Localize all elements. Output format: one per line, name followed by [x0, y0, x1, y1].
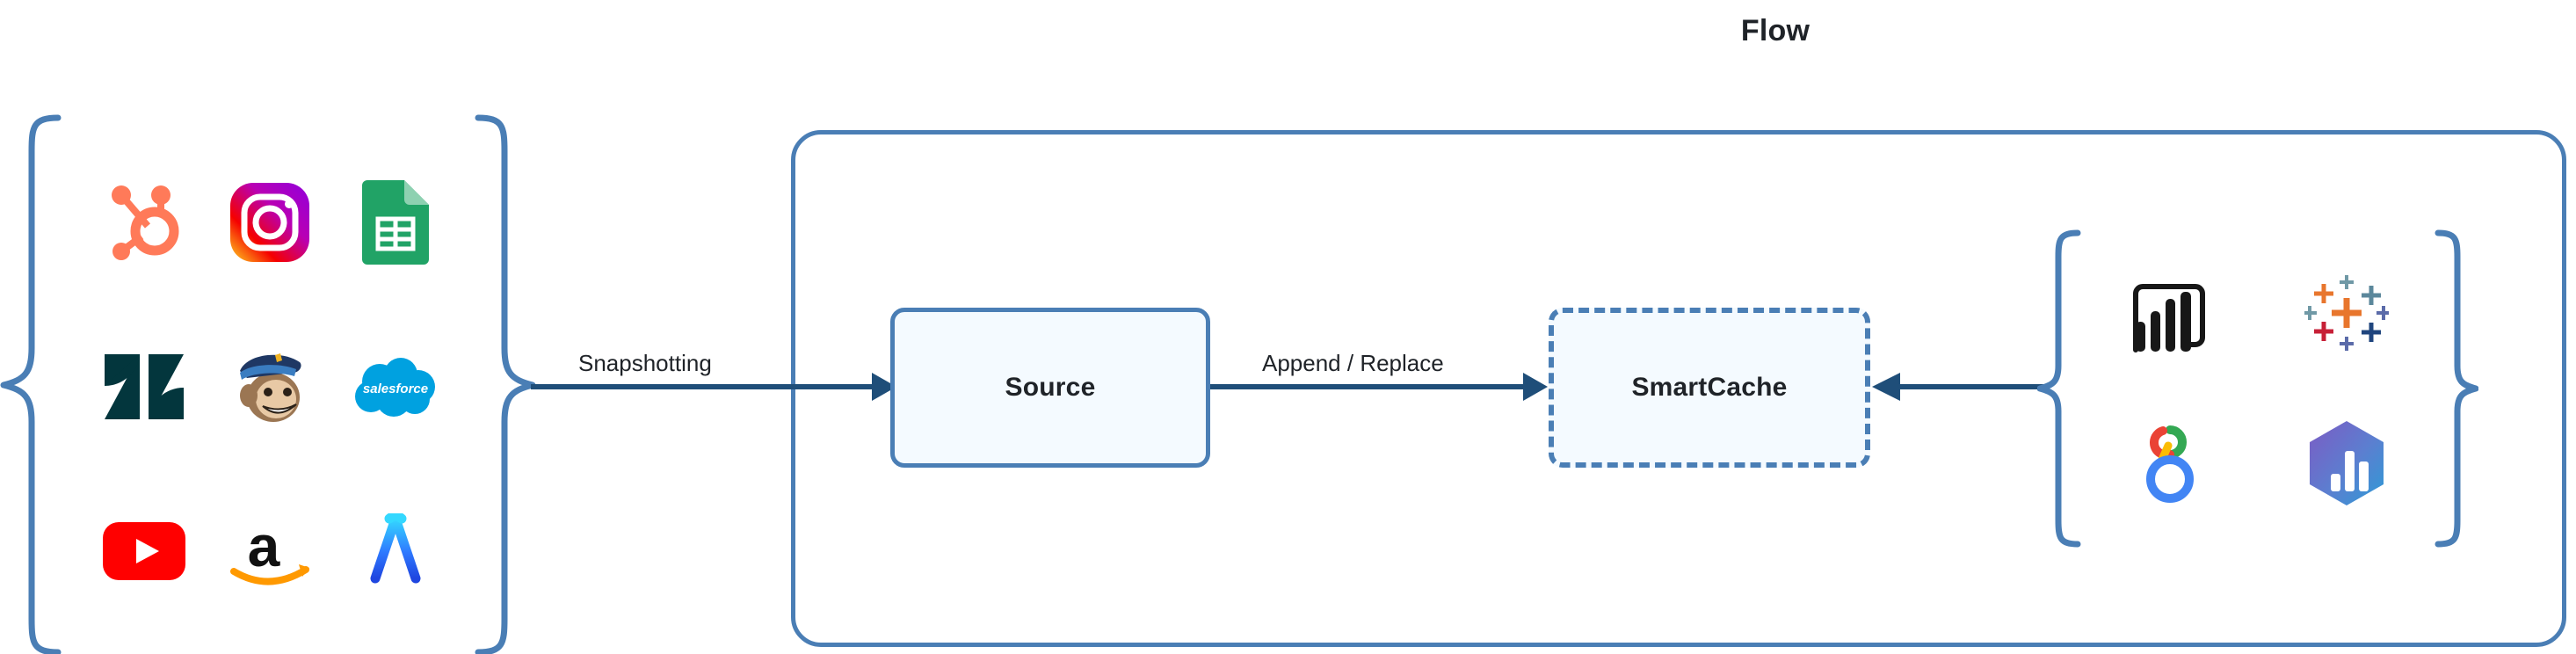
sources-group-right-brace — [475, 113, 536, 654]
edge-sources-to-source — [531, 364, 900, 410]
svg-text:a: a — [248, 515, 281, 578]
source-icon-grid: salesforce a — [81, 141, 459, 633]
power-bi-icon[interactable] — [2083, 239, 2259, 389]
youtube-icon[interactable] — [81, 469, 207, 633]
instagram-icon[interactable] — [207, 141, 332, 305]
app-store-icon[interactable] — [333, 469, 459, 633]
edge-label-append-replace: Append / Replace — [1257, 350, 1449, 377]
metabase-icon[interactable] — [2259, 389, 2435, 538]
google-sheets-icon[interactable] — [333, 141, 459, 305]
looker-studio-icon[interactable] — [2083, 389, 2259, 538]
node-smartcache[interactable]: SmartCache — [1549, 308, 1870, 468]
destinations-group-right-brace — [2435, 229, 2478, 549]
destinations-group-left-brace — [2037, 229, 2081, 549]
edge-label-snapshotting: Snapshotting — [573, 350, 717, 377]
page-title: Flow — [1740, 14, 1810, 47]
tableau-icon[interactable] — [2259, 239, 2435, 389]
node-source[interactable]: Source — [890, 308, 1210, 468]
hubspot-icon[interactable] — [81, 141, 207, 305]
edge-source-to-cache — [1210, 364, 1553, 410]
destination-icon-grid — [2083, 239, 2435, 538]
svg-text:salesforce: salesforce — [363, 382, 428, 396]
edge-bi-to-cache — [1870, 364, 2046, 410]
zendesk-icon[interactable] — [81, 305, 207, 469]
sources-group-left-brace — [0, 113, 62, 654]
salesforce-icon[interactable]: salesforce — [333, 305, 459, 469]
mailchimp-icon[interactable] — [207, 305, 332, 469]
amazon-icon[interactable]: a — [207, 469, 332, 633]
